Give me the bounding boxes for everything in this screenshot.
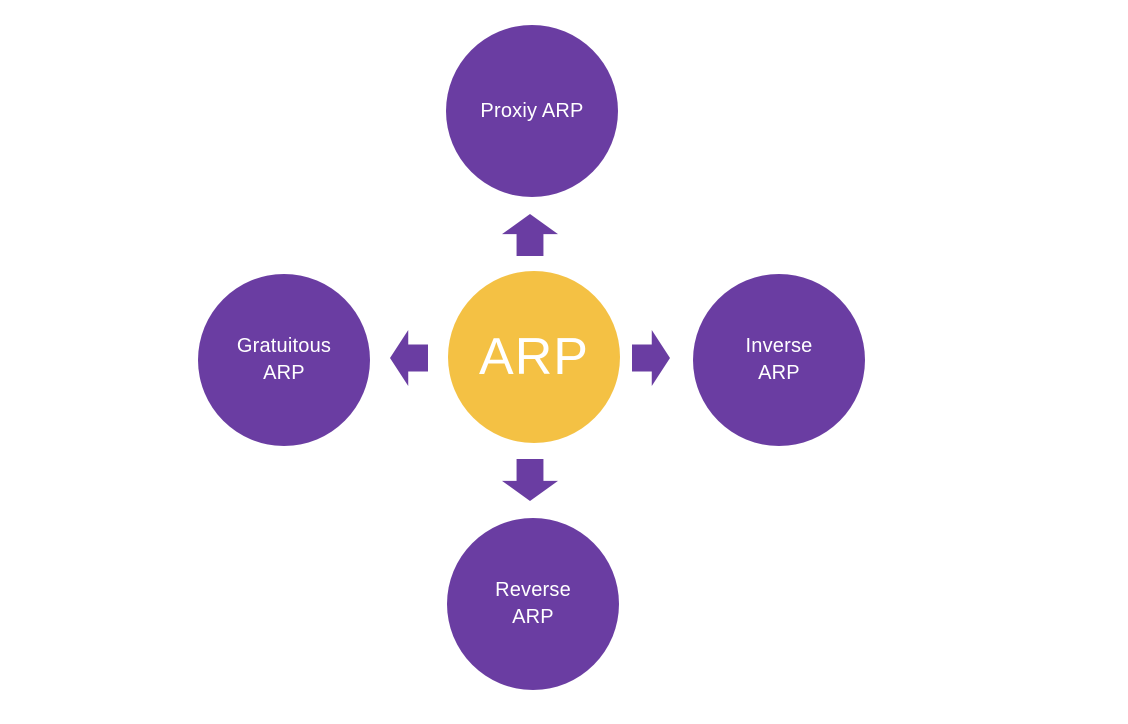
node-arp-center: ARP: [448, 271, 620, 443]
node-proxy-arp: Proxiy ARP: [446, 25, 618, 197]
node-inverse-arp: Inverse ARP: [693, 274, 865, 446]
arrow-down-icon: [502, 459, 558, 501]
node-proxy-arp-label: Proxiy ARP: [480, 99, 584, 122]
node-arp-center-label: ARP: [479, 328, 589, 386]
node-reverse-arp-label: Reverse ARP: [495, 579, 571, 628]
arrow-right-icon: [632, 330, 670, 386]
node-reverse-arp: Reverse ARP: [447, 518, 619, 690]
node-gratuitous-arp-label: Gratuitous ARP: [236, 335, 332, 384]
node-gratuitous-arp: Gratuitous ARP: [198, 274, 370, 446]
arrow-up-icon: [502, 214, 558, 256]
arrow-left-icon: [390, 330, 428, 386]
node-inverse-arp-label: Inverse ARP: [745, 335, 813, 384]
